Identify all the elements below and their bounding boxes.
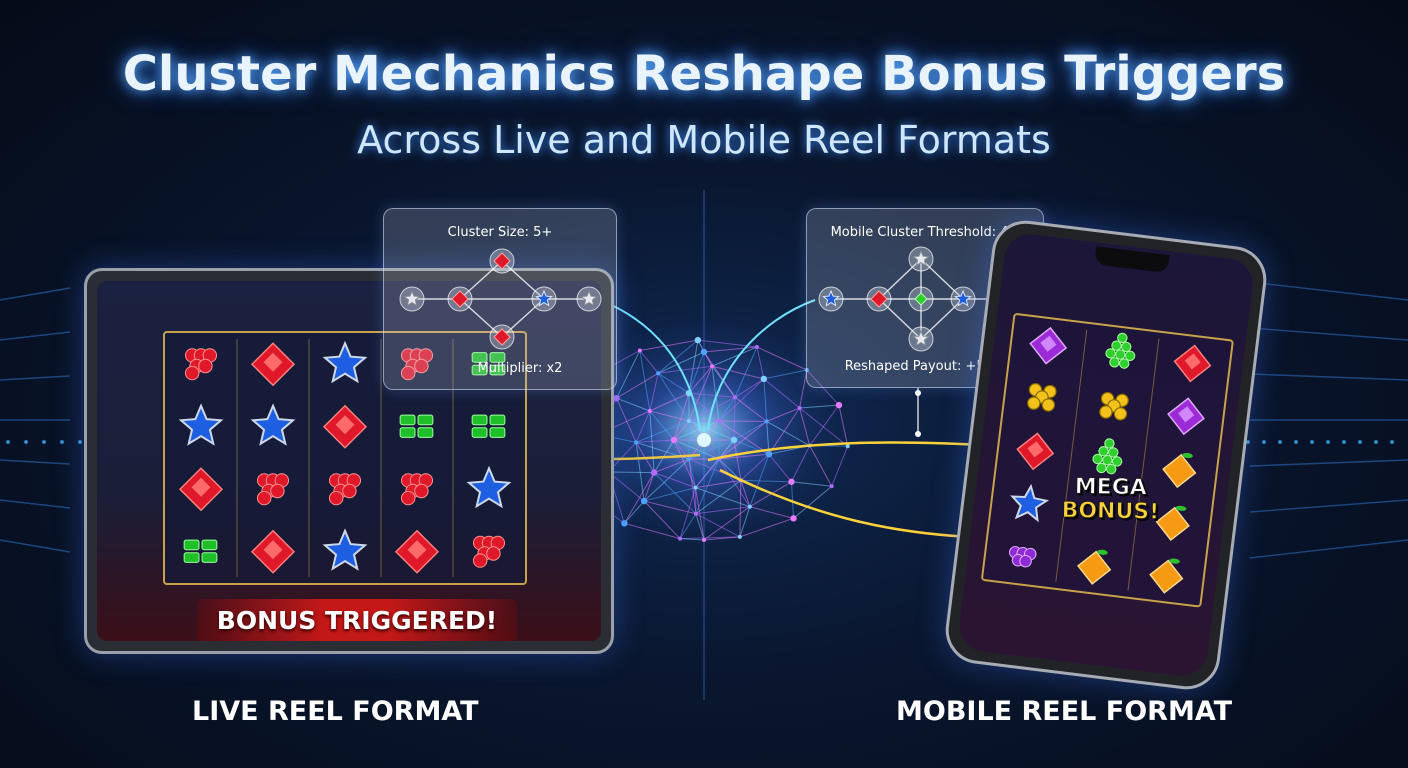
- blue-star-symbol: [322, 340, 368, 384]
- green-block-symbol: [183, 539, 218, 563]
- orange-fruit-symbol: [1149, 558, 1184, 594]
- blue-star-symbol: [250, 403, 296, 446]
- red-gem-symbol: [250, 342, 296, 387]
- diagram-node: [866, 286, 892, 312]
- diagram-node: [818, 286, 844, 312]
- page-subtitle: Across Live and Mobile Reel Formats: [357, 118, 1051, 162]
- mobile-format-label: MOBILE REEL FORMAT: [896, 696, 1233, 727]
- diagram-node: [950, 286, 976, 312]
- live-symbols: [178, 339, 512, 577]
- live-cluster-card: Cluster Size: 5+ Multiplier: x2: [383, 208, 617, 390]
- bonus-triggered-banner: BONUS TRIGGERED!: [197, 599, 517, 641]
- red-cluster-symbol: [328, 473, 362, 506]
- live-reel-grid: [163, 331, 527, 585]
- mobile-reel-grid: [980, 312, 1235, 608]
- diagram-link: [501, 260, 545, 300]
- live-format-label: LIVE REEL FORMAT: [192, 696, 479, 727]
- diagram-link: [501, 298, 545, 338]
- green-pyramid-symbol: [1092, 438, 1123, 475]
- diagram-node: [908, 326, 934, 352]
- red-gem-symbol: [322, 404, 368, 449]
- purple-gem-symbol: [1167, 397, 1205, 436]
- mobile-cluster-card: Mobile Cluster Threshold: 4+ Reshaped Pa…: [806, 208, 1044, 388]
- purple-gem-symbol: [1029, 326, 1068, 365]
- bonus-text: BONUS!: [1061, 498, 1160, 526]
- blue-star-symbol: [178, 403, 224, 446]
- red-gem-symbol: [1173, 344, 1212, 383]
- green-block-symbol: [399, 414, 434, 438]
- diagram-node: [908, 246, 934, 272]
- multiplier-label: Multiplier: x2: [477, 361, 563, 376]
- mobile-reel-phone: MEGA BONUS!: [941, 216, 1271, 694]
- green-pyramid-symbol: [1105, 332, 1136, 369]
- cluster-diagram: [399, 248, 602, 350]
- cluster-size-label: Cluster Size: 5+: [447, 225, 553, 240]
- gold-coins-symbol: [1027, 383, 1057, 412]
- red-cluster-symbol: [400, 348, 434, 381]
- green-block-symbol: [471, 352, 506, 376]
- red-gem-symbol: [394, 529, 440, 574]
- reel-divider: [1055, 329, 1088, 582]
- diagram-link: [878, 258, 922, 300]
- page-title: Cluster Mechanics Reshape Bonus Triggers: [122, 46, 1286, 102]
- diagram-link: [459, 260, 503, 300]
- mega-text: MEGA: [1074, 474, 1147, 501]
- gold-coins-symbol: [1099, 391, 1129, 421]
- phone-screen: MEGA BONUS!: [956, 231, 1256, 679]
- red-gem-symbol: [1016, 432, 1055, 471]
- red-cluster-symbol: [400, 473, 434, 506]
- diagram-node: [399, 286, 425, 312]
- blue-star-symbol: [466, 465, 512, 509]
- tablet-screen: BONUS TRIGGERED!: [97, 281, 601, 641]
- red-cluster-symbol: [256, 473, 290, 506]
- red-cluster-symbol: [472, 535, 506, 568]
- green-block-symbol: [471, 414, 506, 438]
- purple-cluster-symbol: [1008, 546, 1037, 568]
- orange-fruit-symbol: [1162, 452, 1197, 489]
- diagram-node: [531, 286, 557, 312]
- diagram-link: [459, 298, 503, 338]
- mobile-symbols: [1008, 326, 1212, 594]
- orange-fruit-symbol: [1155, 505, 1190, 541]
- red-cluster-symbol: [184, 348, 218, 381]
- mobile-threshold-label: Mobile Cluster Threshold: 4+: [830, 225, 1020, 240]
- diagram-node: [489, 248, 515, 274]
- diagram-node: [576, 286, 602, 312]
- orange-fruit-symbol: [1077, 549, 1112, 585]
- diagram-node: [489, 324, 515, 350]
- red-gem-symbol: [178, 467, 224, 512]
- reel-divider: [1127, 338, 1160, 591]
- diagram-link: [878, 298, 922, 340]
- reshaped-payout-label: Reshaped Payout: +50%: [844, 359, 1006, 374]
- blue-star-symbol: [1010, 483, 1050, 523]
- diagram-node: [447, 286, 473, 312]
- mega-bonus-badge: MEGA BONUS!: [1055, 474, 1166, 526]
- red-gem-symbol: [250, 529, 296, 574]
- live-reel-tablet: BONUS TRIGGERED!: [84, 268, 614, 654]
- diagram-link: [920, 298, 964, 340]
- phone-notch: [1094, 246, 1170, 274]
- diagram-link: [920, 258, 964, 300]
- blue-star-symbol: [322, 528, 368, 571]
- mobile-cluster-diagram: [818, 246, 1026, 352]
- diagram-node: [908, 286, 934, 312]
